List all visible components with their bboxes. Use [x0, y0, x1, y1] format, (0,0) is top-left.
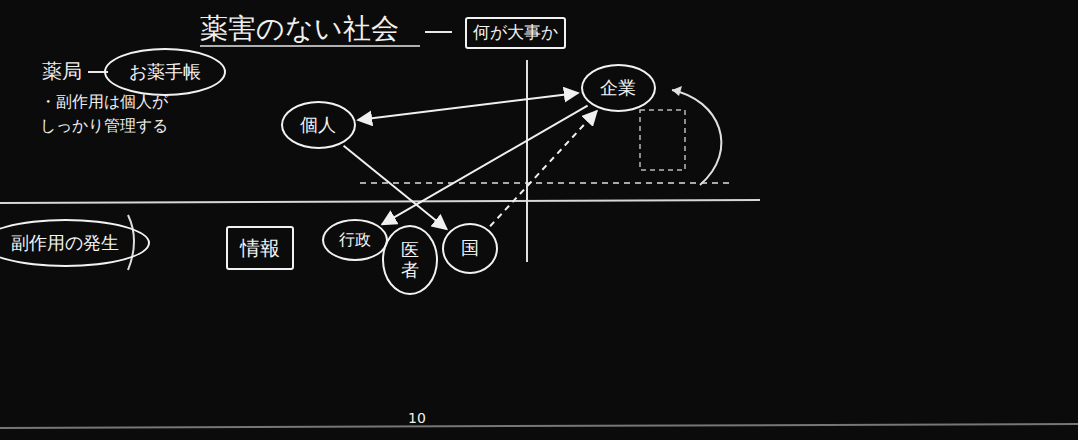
node-label: お薬手帳: [129, 62, 201, 83]
axis-line: [526, 60, 528, 262]
term-box: 情報: [226, 226, 294, 270]
title-underline: [200, 45, 420, 47]
node-label: 行政: [339, 231, 371, 249]
node-label: 何が大事か: [473, 23, 558, 43]
actor-circle: 医者: [382, 225, 438, 295]
axis-line: [360, 182, 730, 184]
connector-arrow: [490, 111, 597, 226]
node-label: 情報: [240, 237, 280, 260]
title-dash: [425, 31, 452, 33]
title: 薬害のない社会: [200, 10, 399, 48]
node-label: 国: [461, 238, 479, 259]
note-text: しっかり管理する: [40, 116, 168, 137]
bracket: [128, 215, 134, 270]
actor-circle: 行政: [322, 219, 388, 261]
connector-arrow: [382, 106, 588, 225]
actor-circle: 個人: [281, 101, 356, 149]
board-ledge: [0, 424, 1078, 428]
node-label: 副作用の発生: [11, 233, 119, 254]
actor-circle: 国: [442, 223, 498, 274]
actor-circle: 企業: [581, 64, 656, 112]
heading-box: 何が大事か: [465, 17, 566, 49]
circled-term: お薬手帳: [104, 48, 226, 96]
node-label: 企業: [600, 78, 636, 99]
node-label: 医者: [401, 240, 419, 280]
arrowhead: [672, 86, 682, 96]
node-label: 個人: [300, 115, 336, 136]
circled-term: 副作用の発生: [0, 219, 150, 267]
page-number: 10: [408, 410, 426, 426]
board-divider: [0, 200, 760, 203]
note-text: 薬局: [42, 58, 82, 85]
connector-arrow: [358, 93, 578, 120]
dashed-box: [640, 110, 685, 170]
